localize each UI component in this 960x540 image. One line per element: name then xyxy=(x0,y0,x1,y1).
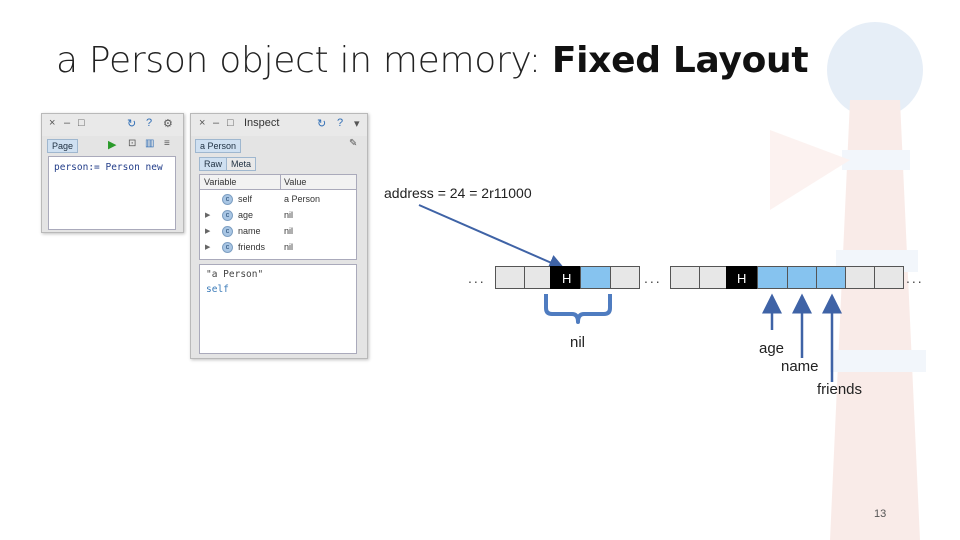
close-icon[interactable]: × xyxy=(199,117,206,129)
variable-name: friends xyxy=(238,242,266,252)
ellipsis-left: ... xyxy=(468,270,486,286)
column-divider xyxy=(280,175,281,189)
variable-name: age xyxy=(238,210,254,220)
minimize-icon[interactable]: – xyxy=(64,117,71,129)
memory-cell xyxy=(495,266,525,289)
variable-value: a Person xyxy=(284,194,321,204)
dropdown-icon[interactable]: ▾ xyxy=(354,118,360,130)
age-label: age xyxy=(759,340,785,357)
column-header-value[interactable]: Value xyxy=(284,177,307,187)
page-number: 13 xyxy=(874,508,887,520)
variable-value: nil xyxy=(284,210,294,220)
ellipsis-middle: ... xyxy=(644,270,662,286)
evaluator-pane[interactable]: "a Person" self xyxy=(199,264,357,354)
expand-icon[interactable]: ▶ xyxy=(205,228,211,235)
name-label: name xyxy=(781,358,819,375)
browse-icon[interactable]: ✎ xyxy=(349,138,358,149)
maximize-icon[interactable]: □ xyxy=(78,117,85,129)
tab-meta[interactable]: Meta xyxy=(226,157,257,171)
window-title: Inspect xyxy=(244,117,280,129)
age-slot-cell xyxy=(757,266,788,289)
run-icon[interactable]: ▶ xyxy=(108,139,117,151)
title-emphasis: Fixed Layout xyxy=(551,40,809,81)
code-editor[interactable]: person:= Person new xyxy=(48,156,176,230)
slide-title: a Person object in memory: Fixed Layout xyxy=(56,40,809,81)
playground-toolbar: × – □ ↻ ? ⚙ xyxy=(42,114,183,136)
settings-icon[interactable]: ⚙ xyxy=(163,118,173,130)
variable-name: name xyxy=(238,226,261,236)
inspector-window: × – □ Inspect ↻ ? ▾ a Person ✎ Raw Meta … xyxy=(190,113,368,359)
bindings-icon[interactable]: ▥ xyxy=(145,138,155,149)
minimize-icon[interactable]: – xyxy=(213,117,220,129)
header-label: H xyxy=(562,271,572,286)
close-icon[interactable]: × xyxy=(49,117,56,129)
address-arrow xyxy=(418,204,565,270)
friends-label: friends xyxy=(817,381,863,398)
class-icon: c xyxy=(222,210,233,221)
help-icon[interactable]: ? xyxy=(146,117,153,129)
column-header-variable[interactable]: Variable xyxy=(204,177,237,187)
code-line: person:= Person new xyxy=(54,162,163,173)
variables-table: Variable Value c self a Person ▶ c age n… xyxy=(199,174,357,260)
variable-value: nil xyxy=(284,242,294,252)
refresh-icon[interactable]: ↻ xyxy=(317,118,327,130)
nil-brace xyxy=(544,294,612,324)
nil-label: nil xyxy=(570,334,586,351)
ellipsis-right: ... xyxy=(906,270,924,286)
memory-cell xyxy=(699,266,727,289)
expand-icon[interactable]: ▶ xyxy=(205,244,211,251)
eval-result: "a Person" xyxy=(206,269,264,280)
object-slot-cell xyxy=(580,266,611,289)
variable-name: self xyxy=(238,194,253,204)
memory-cell xyxy=(874,266,904,289)
name-slot-cell xyxy=(787,266,817,289)
maximize-icon[interactable]: □ xyxy=(227,117,234,129)
lighthouse-watermark xyxy=(770,22,926,540)
inspect-icon[interactable]: ⊡ xyxy=(128,138,137,149)
memory-cell xyxy=(845,266,875,289)
tab-page[interactable]: Page xyxy=(47,139,79,153)
playground-window: × – □ ↻ ? ⚙ Page ▶ ⊡ ▥ ≡ person:= Person… xyxy=(41,113,184,233)
memory-cell xyxy=(524,266,551,289)
table-header xyxy=(200,175,356,190)
expand-icon[interactable]: ▶ xyxy=(205,212,211,219)
variable-value: nil xyxy=(284,226,294,236)
class-icon: c xyxy=(222,242,233,253)
memory-cell xyxy=(670,266,700,289)
class-icon: c xyxy=(222,226,233,237)
refresh-icon[interactable]: ↻ xyxy=(127,118,137,130)
friends-slot-cell xyxy=(816,266,846,289)
menu-icon[interactable]: ≡ xyxy=(164,138,170,149)
inspector-toolbar: × – □ Inspect ↻ ? ▾ xyxy=(191,114,367,136)
help-icon[interactable]: ? xyxy=(337,117,344,129)
address-label: address = 24 = 2r11000 xyxy=(384,185,532,201)
memory-cell xyxy=(610,266,640,289)
header-label: H xyxy=(737,271,747,286)
class-icon: c xyxy=(222,194,233,205)
eval-code: self xyxy=(206,284,229,295)
tab-a-person[interactable]: a Person xyxy=(195,139,242,153)
